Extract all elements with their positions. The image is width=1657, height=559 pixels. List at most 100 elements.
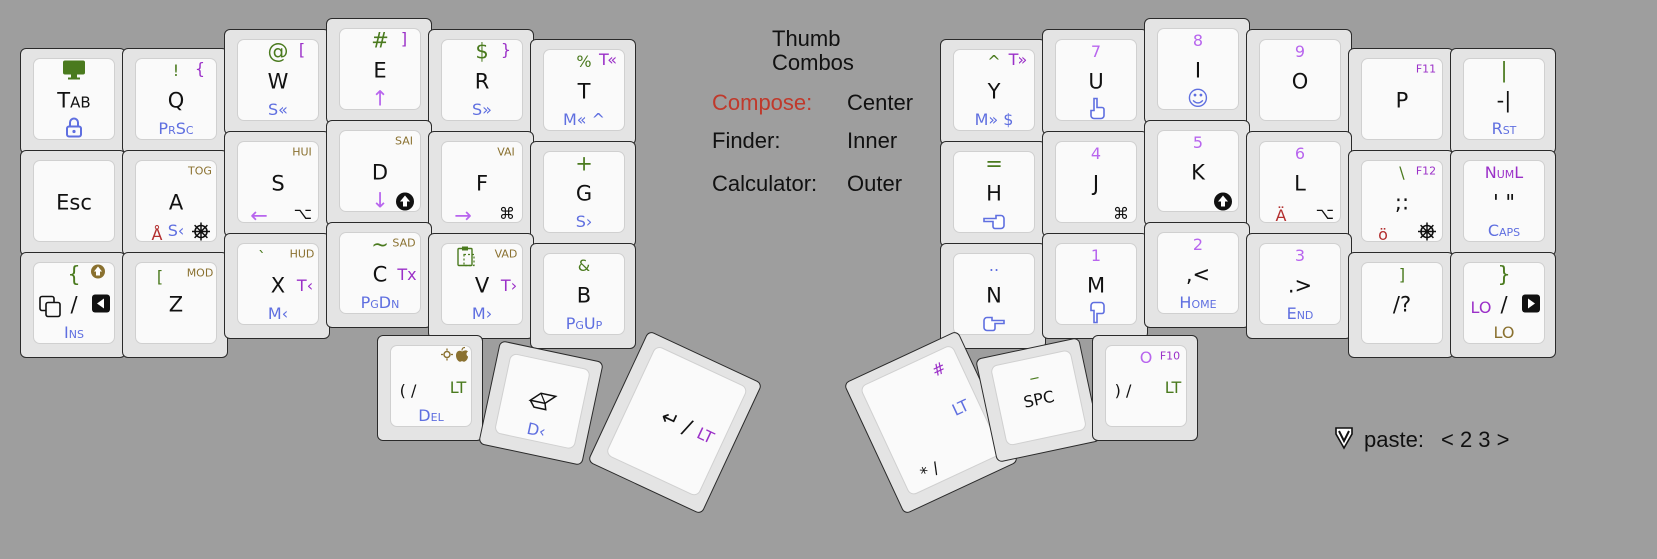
key-lo[interactable]: }LO/LO	[1450, 252, 1556, 358]
key-legend: #	[371, 28, 389, 53]
key-legend: LO	[1493, 323, 1515, 342]
keycap-face	[1361, 58, 1443, 140]
key-legend: 9	[1294, 42, 1306, 61]
key-legend: Å	[151, 225, 163, 244]
hand-right-icon	[982, 313, 1006, 336]
key-home[interactable]: 2,<Home	[1144, 222, 1250, 328]
key-legend: Q	[167, 88, 185, 113]
key-slash[interactable]: ]/?	[1348, 252, 1454, 358]
key-e[interactable]: #]E↑	[326, 18, 432, 124]
key-legend: →	[454, 203, 472, 228]
key-legend: /?	[1392, 292, 1412, 317]
key-caps[interactable]: NumL' "Caps	[1450, 150, 1556, 256]
os-icons	[440, 346, 470, 366]
key-legend: P	[1395, 88, 1409, 113]
keycap-face	[237, 243, 319, 325]
up-circle-icon	[90, 264, 106, 283]
keycap-face	[237, 39, 319, 121]
key-legend: LT	[449, 378, 467, 397]
keycap-face	[1157, 232, 1239, 314]
keycap-face	[1157, 130, 1239, 212]
key-legend: S»	[472, 100, 492, 119]
key-esc[interactable]: Esc	[20, 150, 126, 256]
key-legend: 5	[1192, 133, 1204, 152]
key-legend: TOG	[188, 164, 212, 178]
key-end[interactable]: 3.>End	[1246, 233, 1352, 339]
key-legend: ☺	[1187, 86, 1209, 111]
key-legend: MOD	[186, 266, 214, 280]
key-legend: M‹	[267, 304, 289, 323]
keycap-face	[1361, 160, 1443, 242]
key-tab[interactable]: Tab	[20, 48, 126, 154]
keycap-face	[135, 262, 217, 344]
keycap-face	[441, 39, 523, 121]
keycap-face	[1463, 160, 1545, 242]
key-legend: O	[1291, 69, 1309, 94]
key-legend: F11	[1415, 62, 1437, 76]
key-legend: {	[67, 262, 81, 287]
key-legend: ↓	[371, 188, 389, 213]
key-legend: VAD	[494, 247, 518, 261]
key-legend: L	[1294, 171, 1306, 196]
keycap-face	[1361, 262, 1443, 344]
key-rst[interactable]: |-|Rst	[1450, 48, 1556, 154]
key-legend: [	[298, 40, 306, 59]
monitor-icon	[61, 59, 87, 84]
key-legend: |	[1500, 58, 1508, 83]
calculator-label: Calculator:	[712, 171, 818, 196]
key-n[interactable]: ..N	[940, 243, 1046, 349]
copy-icon	[38, 295, 64, 322]
compose-label: Compose:	[712, 90, 813, 115]
key-legend: 1	[1090, 246, 1102, 265]
key-legend: ←	[250, 203, 268, 228]
thumb-dk[interactable]: D‹	[478, 340, 604, 466]
key-legend: F10	[1159, 349, 1181, 363]
key-legend: H	[986, 181, 1002, 206]
key-legend: ⌥	[293, 204, 313, 223]
key-legend: Del	[418, 406, 444, 425]
key-legend: PgDn	[360, 293, 400, 312]
key-legend: R	[474, 69, 490, 94]
key-ins[interactable]: {/Ins	[20, 252, 126, 358]
keycap-face	[1463, 58, 1545, 140]
thumb-spc[interactable]: _SPC	[975, 337, 1101, 463]
key-legend: U	[1088, 69, 1104, 94]
key-h[interactable]: =H	[940, 141, 1046, 247]
thumb-enter[interactable]: ↵ /LT	[587, 330, 763, 515]
paste-label: paste:	[1364, 427, 1424, 452]
key-legend: @	[267, 39, 289, 64]
key-legend: VAI	[497, 145, 515, 159]
key-legend: T»	[1008, 50, 1028, 69]
key-legend: Esc	[56, 190, 92, 215]
key-semicolon[interactable]: \F12;:ö	[1348, 150, 1454, 256]
key-legend: HUI	[292, 145, 312, 159]
key-legend: Z	[168, 292, 184, 317]
keycap-face	[543, 151, 625, 233]
helm-icon	[191, 222, 211, 245]
